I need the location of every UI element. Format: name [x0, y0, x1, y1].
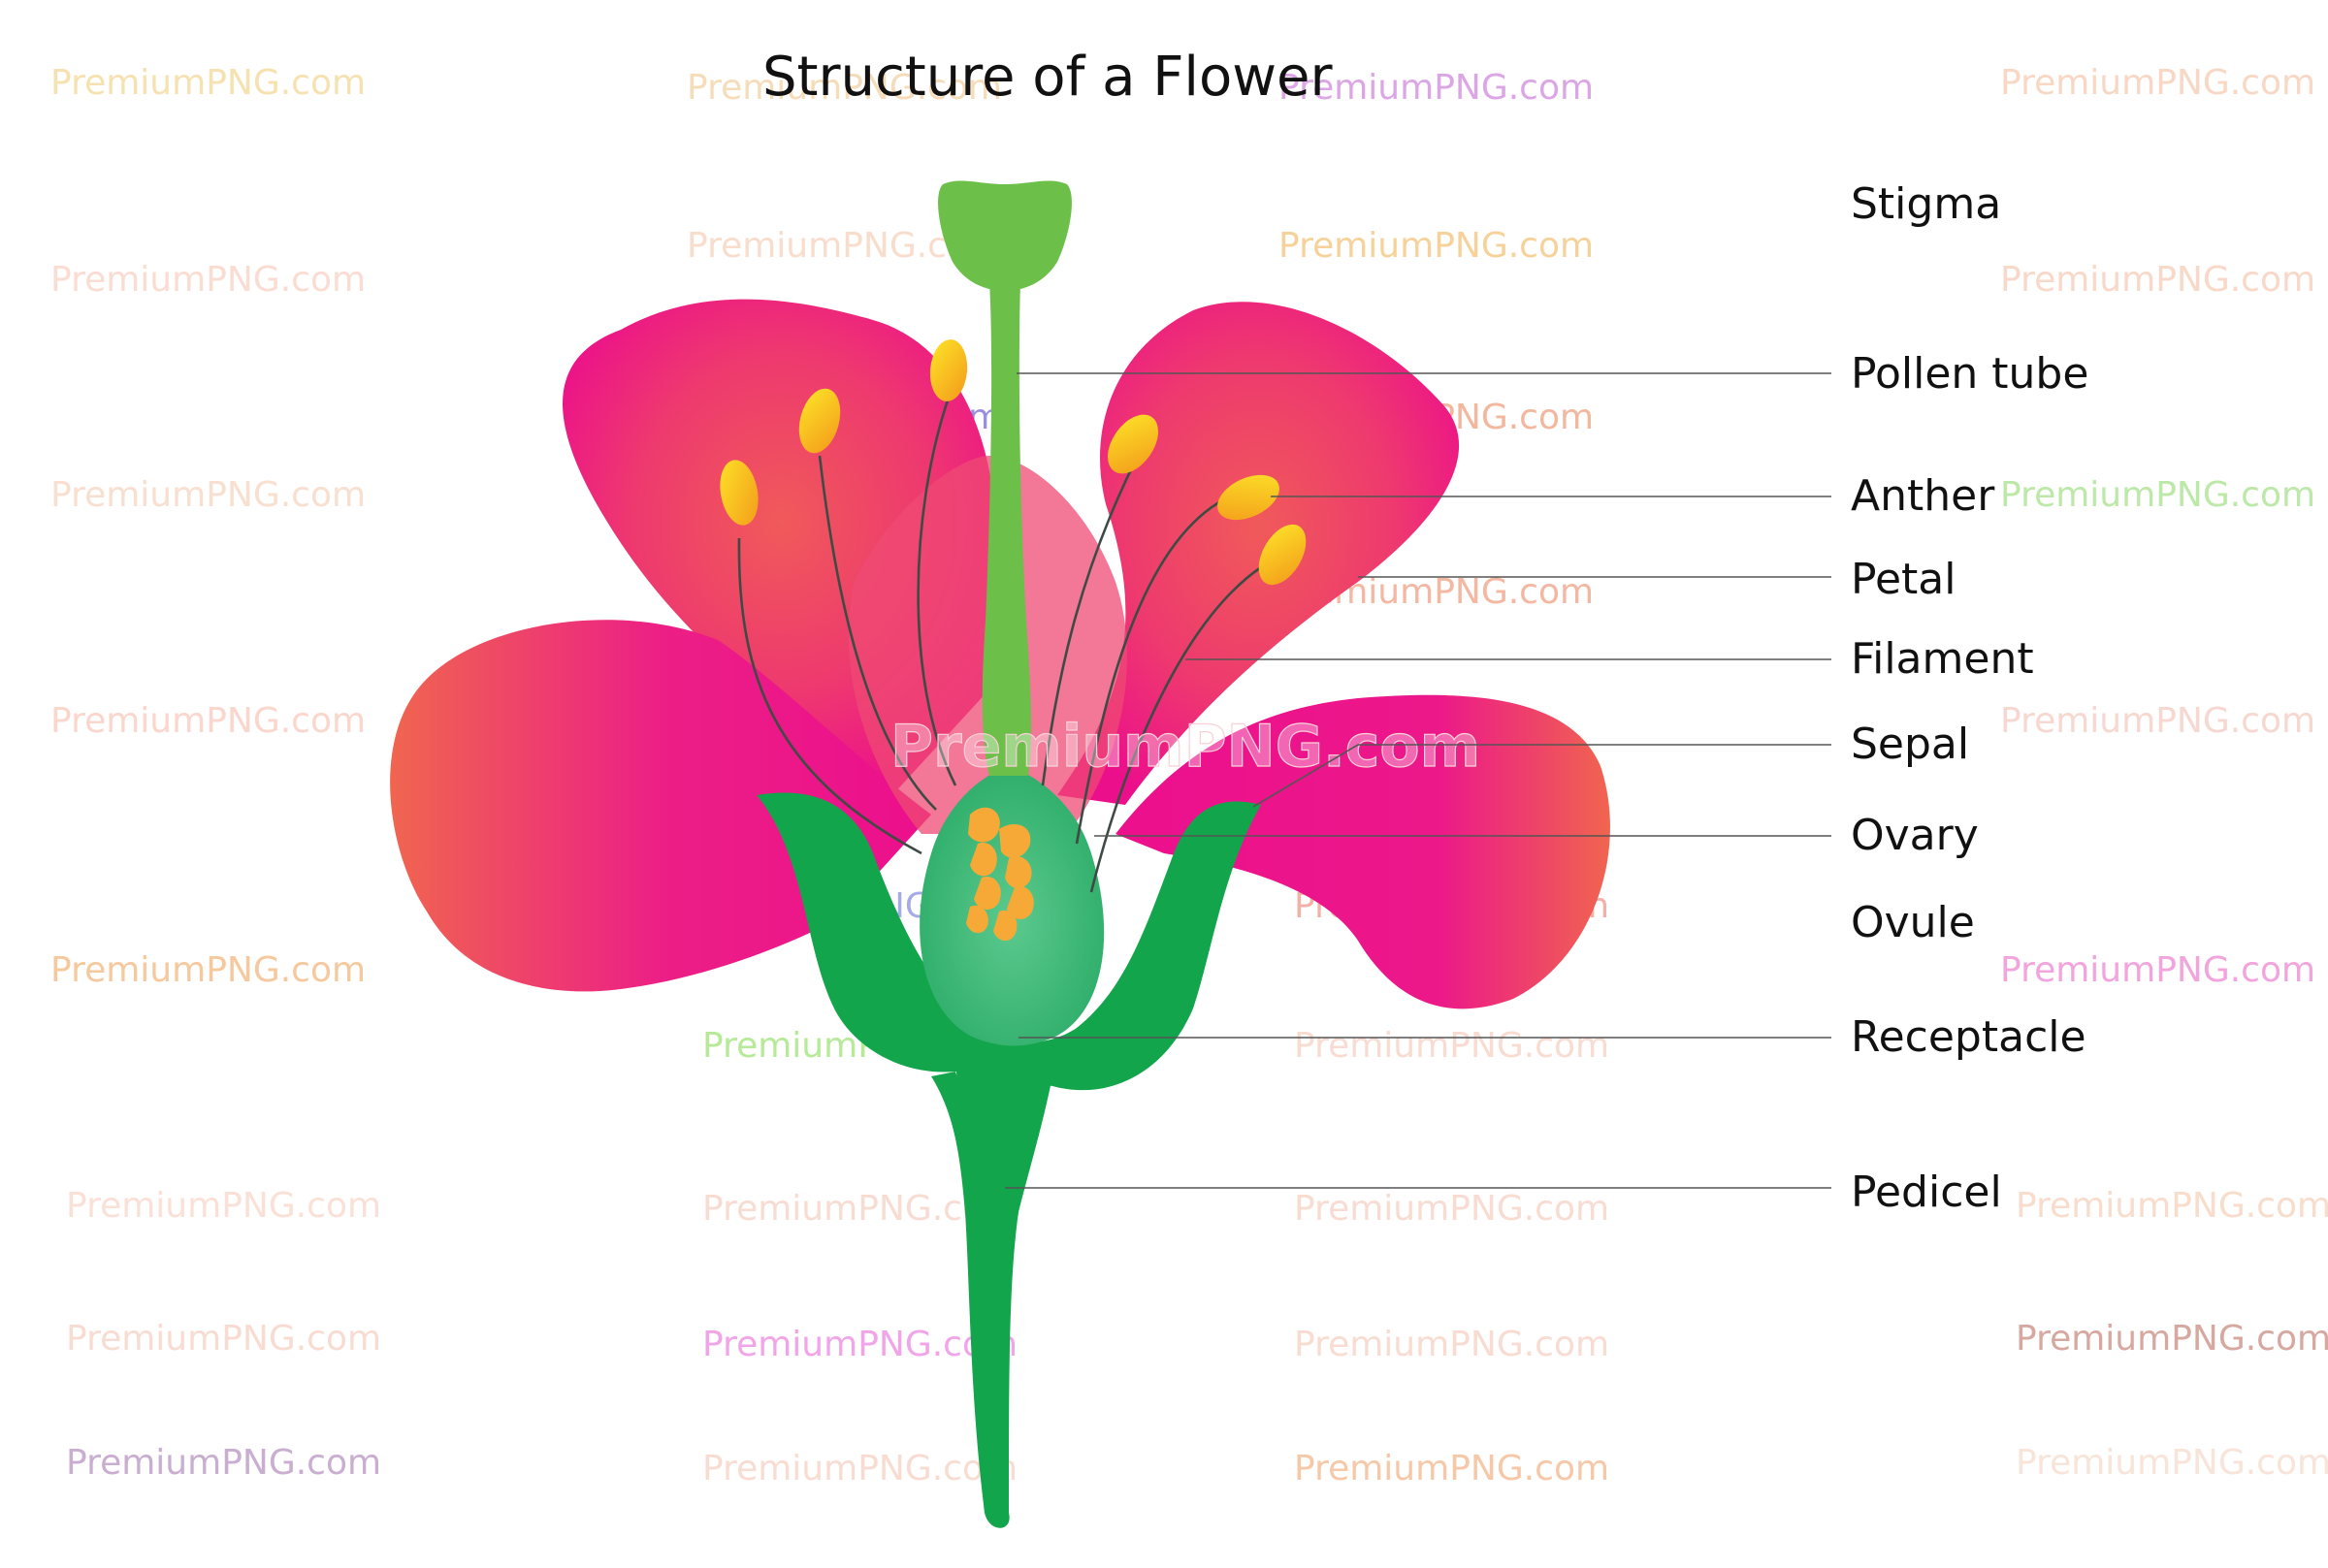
flower-illustration — [390, 180, 1610, 1528]
watermark-text: PremiumPNG.com — [50, 63, 366, 103]
leader-line-sepal — [1252, 744, 1359, 808]
leader-lines — [1005, 372, 1831, 1189]
filament — [818, 455, 937, 811]
anther — [1258, 524, 1307, 586]
watermark-text: PremiumPNG.com — [1294, 1189, 1609, 1229]
watermark-text: PremiumPNG.com — [50, 950, 366, 990]
filament — [737, 537, 922, 855]
part-labels: Stigma Pollen tube Anther Petal Filament… — [1851, 179, 2088, 1217]
anther — [1107, 414, 1159, 474]
label-pollen-tube: Pollen tube — [1851, 349, 2088, 399]
pedicel-upper — [955, 1062, 1052, 1513]
label-receptacle: Receptacle — [1851, 1012, 2086, 1062]
filament — [917, 397, 957, 786]
label-sepal: Sepal — [1851, 720, 1969, 769]
ovule — [970, 843, 997, 877]
filament — [1075, 497, 1225, 845]
watermark-text: PremiumPNG.com — [1294, 1325, 1609, 1364]
label-ovary: Ovary — [1851, 811, 1979, 860]
watermark-center: PremiumPNG.com — [890, 713, 1480, 781]
ovule — [1007, 886, 1034, 919]
filament — [1089, 565, 1262, 893]
watermark-text: PremiumPNG.com — [50, 260, 366, 300]
label-ovule: Ovule — [1851, 898, 1975, 947]
style — [982, 281, 1032, 776]
sepal — [757, 792, 1261, 1091]
watermark-text: PremiumPNG.com — [687, 68, 1002, 108]
label-pedicel: Pedicel — [1851, 1168, 2002, 1217]
anther — [1217, 474, 1279, 521]
watermark-text: PremiumPNG.com — [1278, 68, 1594, 108]
petal — [1116, 694, 1610, 1009]
anther — [720, 460, 759, 526]
ovule — [966, 905, 988, 934]
watermark-text: PremiumPNG.com — [66, 1443, 381, 1483]
ovule — [993, 910, 1018, 942]
watermark-text: PremiumPNG.com — [1278, 226, 1594, 266]
label-petal: Petal — [1851, 555, 1956, 604]
ovule — [1005, 856, 1032, 888]
filament — [1041, 464, 1135, 786]
ovule — [968, 807, 1000, 843]
ovule — [974, 877, 1001, 910]
watermark-text: PremiumPNG.com — [702, 1325, 1018, 1364]
watermark-text: PremiumPNG.com — [66, 1319, 381, 1359]
watermark-text: PremiumPNG.com — [66, 1186, 381, 1226]
watermark-text: PremiumPNG.com — [2000, 475, 2315, 515]
label-filament: Filament — [1851, 634, 2034, 684]
label-anther: Anther — [1851, 471, 1995, 521]
petal — [390, 620, 931, 992]
watermark-text: PremiumPNG.com — [2016, 1319, 2328, 1359]
anther — [929, 339, 968, 401]
watermark-text: PremiumPNG.com — [50, 701, 366, 741]
watermark-text: PremiumPNG.com — [2000, 701, 2315, 741]
watermark-text: PremiumPNG.com — [1294, 1449, 1609, 1488]
anther — [798, 388, 841, 454]
watermark-text: PremiumPNG.com — [2000, 260, 2315, 300]
watermark-text: PremiumPNG.com — [2000, 63, 2315, 103]
ovule-cluster — [966, 807, 1034, 942]
anther-group — [720, 339, 1307, 586]
filament-group — [737, 397, 1262, 893]
watermark-text: PremiumPNG.com — [50, 475, 366, 515]
stigma-head — [938, 180, 1072, 291]
watermark-text: PremiumPNG.com — [2000, 950, 2315, 990]
label-stigma: Stigma — [1851, 179, 2001, 229]
diagram-title: Structure of a Flower — [762, 46, 1333, 109]
watermark-text: PremiumPNG.com — [2016, 1443, 2328, 1483]
watermark-text: PremiumPNG.com — [702, 1449, 1018, 1488]
ovule — [999, 824, 1031, 858]
watermark-text: PremiumPNG.com — [1294, 1026, 1609, 1066]
watermark-text: PremiumPNG.com — [2016, 1186, 2328, 1226]
